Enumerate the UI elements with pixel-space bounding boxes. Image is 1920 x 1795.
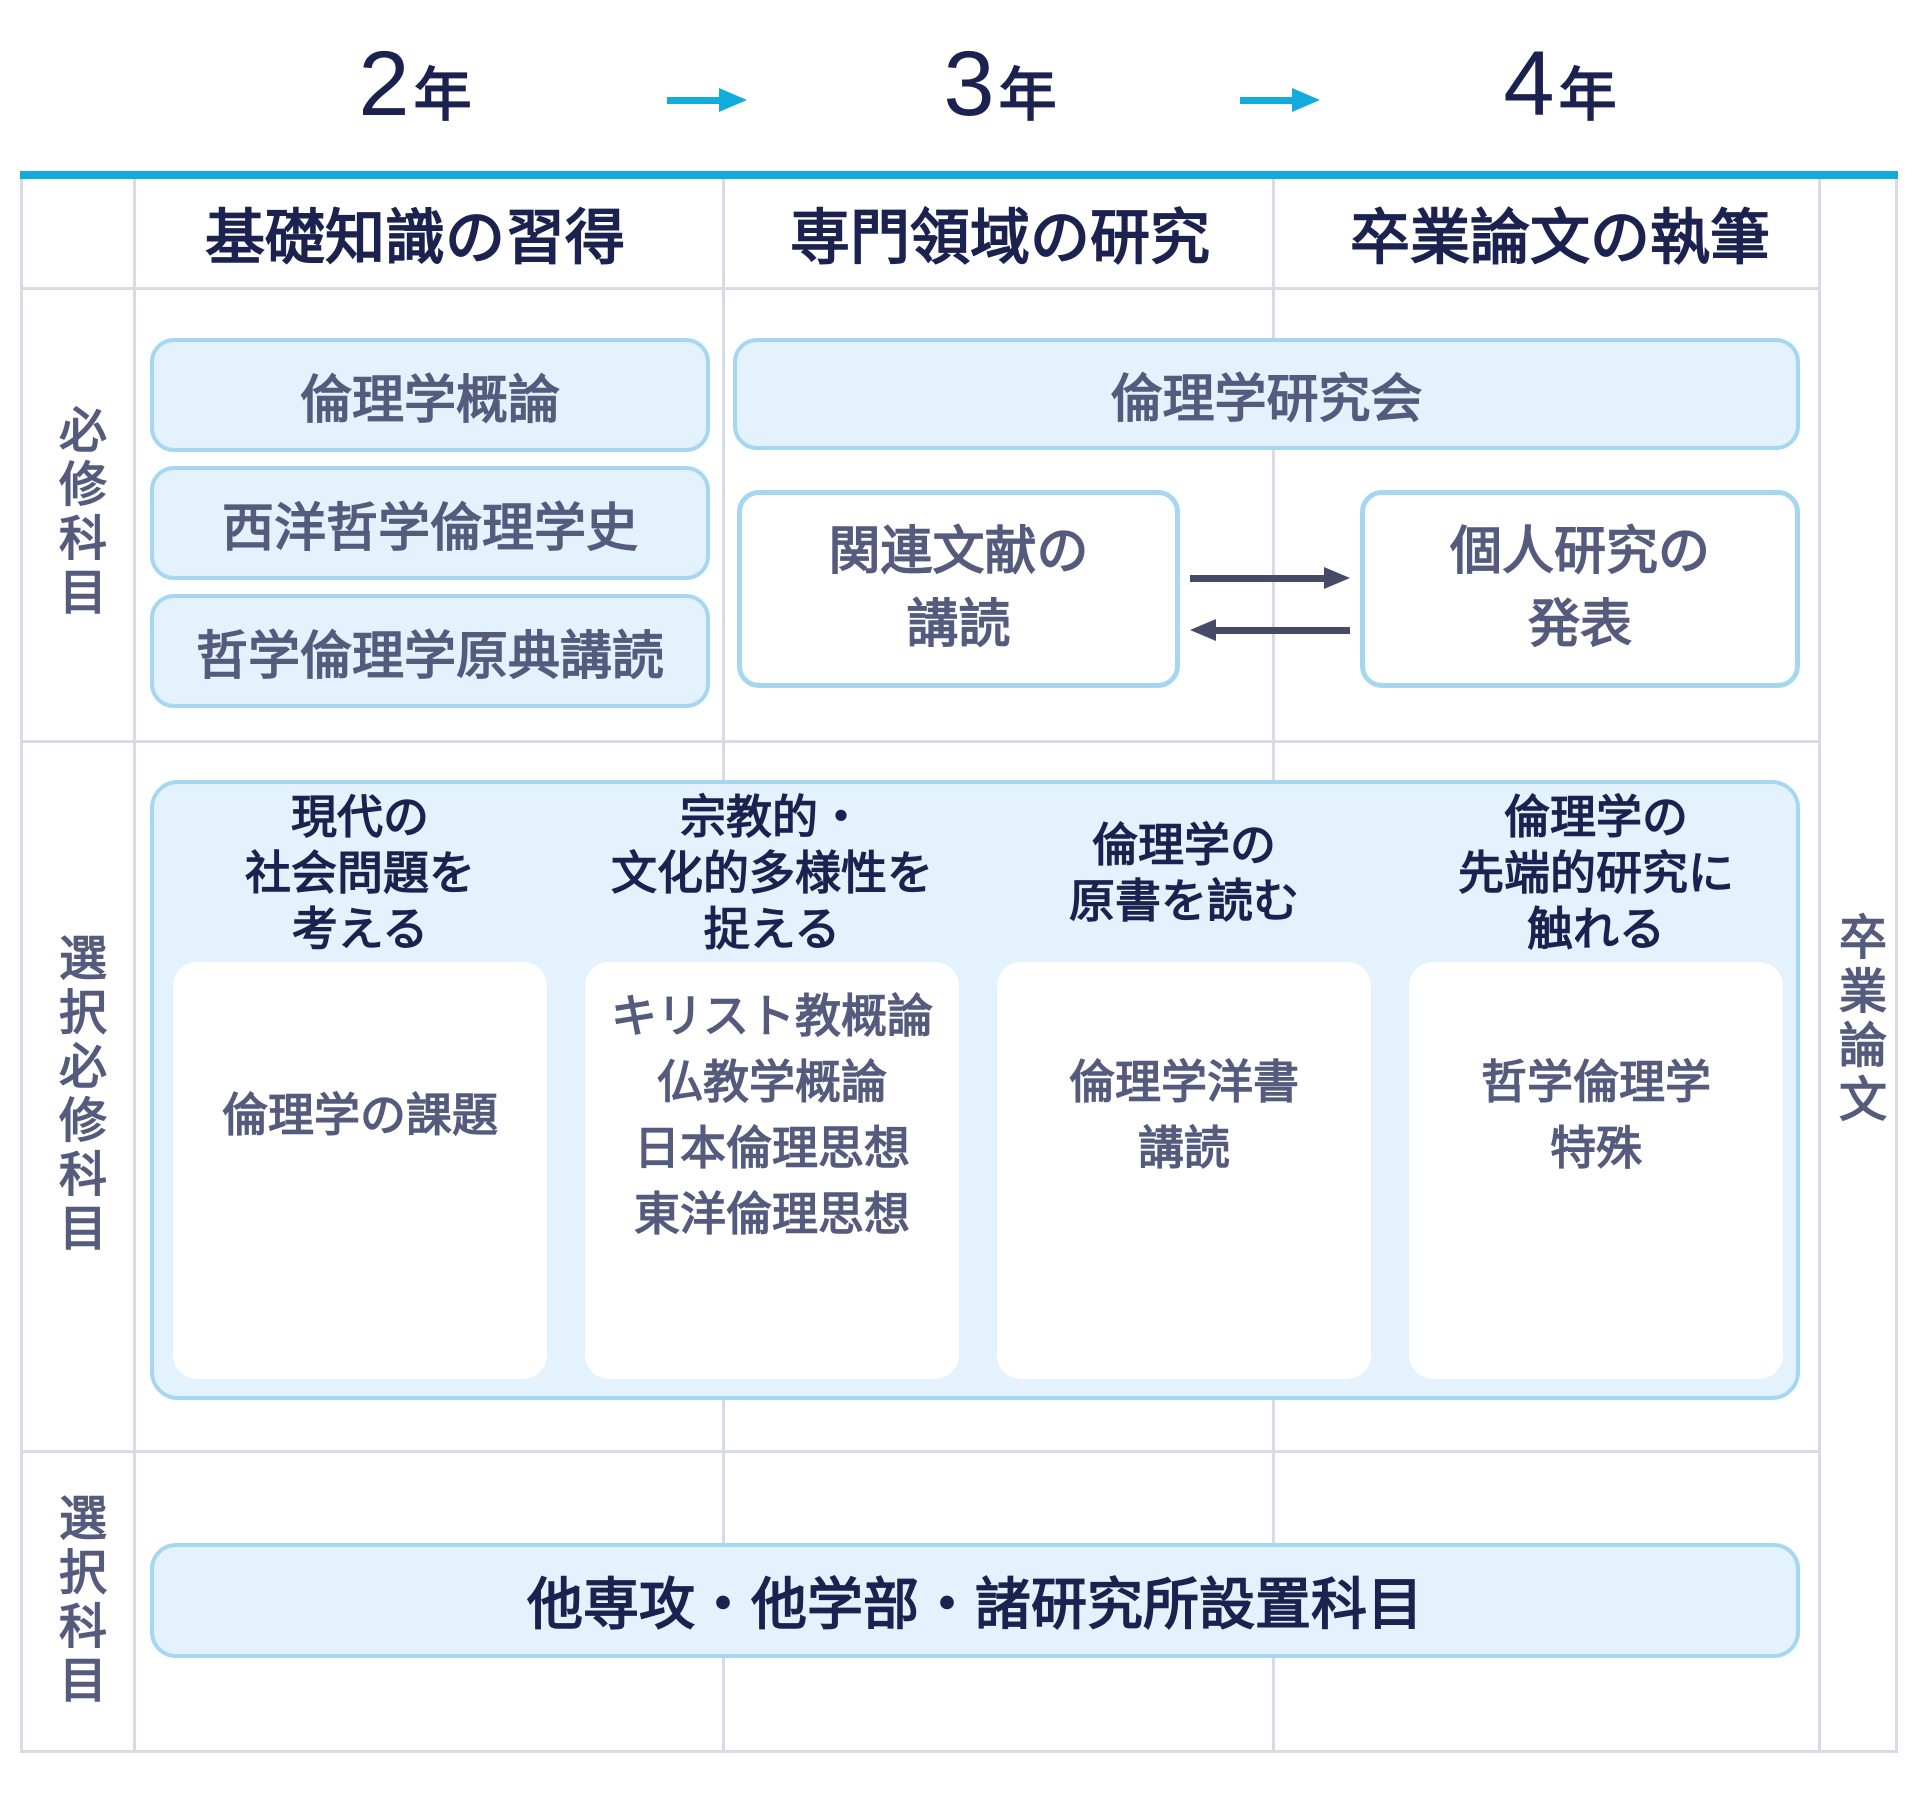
year-suffix: 年	[1558, 63, 1617, 128]
heading-line: 捉える	[703, 903, 841, 955]
heading-line: 宗教的・	[680, 791, 864, 843]
course-line: 仏教学概論	[657, 1055, 887, 1108]
activity-box-individual-research: 個人研究の 発表	[1360, 490, 1800, 688]
year-label-2: 2 年	[358, 38, 471, 148]
heading-line: 文化的多様性を	[611, 847, 933, 899]
heading-line: 倫理学の	[1092, 819, 1276, 871]
year-number: 3	[943, 33, 994, 135]
course-box-western-books-reading: 倫理学洋書 講読	[997, 962, 1371, 1379]
course-box-ethics-intro: 倫理学概論	[150, 338, 710, 452]
group-heading: 宗教的・ 文化的多様性を 捉える	[566, 784, 978, 962]
grid-line	[133, 179, 136, 1753]
activity-line: 発表	[1527, 596, 1632, 654]
timeline-arrow-icon	[1240, 88, 1320, 112]
group-heading: 倫理学の 先端的研究に 触れる	[1390, 784, 1802, 962]
phase-header-basics: 基礎知識の習得	[205, 204, 625, 272]
heading-line: 倫理学の	[1504, 791, 1688, 843]
course-line: 特殊	[1550, 1121, 1642, 1174]
timeline-arrow-icon	[667, 88, 747, 112]
course-line: キリスト教概論	[611, 989, 933, 1042]
row-label-elective: 選択科目	[51, 1493, 104, 1709]
grid-line	[1895, 179, 1898, 1753]
arrow-right-icon	[1190, 567, 1350, 589]
course-box-ethics-seminar: 倫理学研究会	[733, 338, 1800, 450]
group-heading: 倫理学の 原書を読む	[978, 784, 1390, 962]
course-line: 日本倫理思想	[634, 1121, 910, 1174]
year-number: 2	[358, 33, 409, 135]
course-line: 哲学倫理学	[1481, 1055, 1711, 1108]
group-religious-cultural-diversity: 宗教的・ 文化的多様性を 捉える キリスト教概論 仏教学概論 日本倫理思想 東洋…	[566, 784, 978, 1404]
year-suffix: 年	[413, 63, 472, 128]
course-box-religion-thought: キリスト教概論 仏教学概論 日本倫理思想 東洋倫理思想	[585, 962, 959, 1379]
course-line: 倫理学の課題	[222, 1088, 498, 1141]
grid-line	[20, 1750, 1898, 1753]
heading-line: 社会問題を	[245, 847, 475, 899]
course-line: 倫理学洋書	[1069, 1055, 1299, 1108]
arrow-left-icon	[1190, 619, 1350, 641]
course-box-western-philosophy-history: 西洋哲学倫理学史	[150, 466, 710, 580]
heading-line: 現代の	[291, 791, 429, 843]
grid-line	[20, 179, 23, 1753]
activity-box-related-literature: 関連文献の 講読	[737, 490, 1180, 688]
course-box-classic-texts-reading: 哲学倫理学原典講読	[150, 594, 710, 708]
course-box-other-departments: 他専攻・他学部・諸研究所設置科目	[150, 1543, 1800, 1658]
phase-header-thesis: 卒業論文の執筆	[1350, 204, 1770, 272]
group-social-issues: 現代の 社会問題を 考える 倫理学の課題	[154, 784, 566, 1404]
heading-line: 考える	[291, 903, 429, 955]
side-label-graduation-thesis: 卒業論文	[1831, 912, 1884, 1128]
phase-header-research: 専門領域の研究	[790, 204, 1210, 272]
activity-line: 講読	[906, 596, 1011, 654]
timeline-rule	[20, 171, 1898, 179]
row-label-elective-required: 選択必修科目	[51, 933, 104, 1257]
elective-required-panel: 現代の 社会問題を 考える 倫理学の課題 宗教的・ 文化的多様性を 捉える キリ…	[150, 780, 1800, 1400]
course-box-ethics-issues: 倫理学の課題	[173, 962, 547, 1379]
year-suffix: 年	[998, 63, 1057, 128]
row-label-required: 必修科目	[51, 405, 104, 621]
heading-line: 先端的研究に	[1458, 847, 1734, 899]
grid-line	[1818, 179, 1821, 1753]
grid-line	[20, 740, 1818, 743]
grid-line	[20, 287, 1818, 290]
heading-line: 触れる	[1527, 903, 1665, 955]
group-advanced-research: 倫理学の 先端的研究に 触れる 哲学倫理学 特殊	[1390, 784, 1802, 1404]
group-original-texts: 倫理学の 原書を読む 倫理学洋書 講読	[978, 784, 1390, 1404]
heading-line: 原書を読む	[1069, 875, 1299, 927]
course-line: 東洋倫理思想	[634, 1187, 910, 1240]
year-number: 4	[1503, 33, 1554, 135]
group-heading: 現代の 社会問題を 考える	[154, 784, 566, 962]
activity-line: 個人研究の	[1449, 523, 1710, 582]
year-label-3: 3 年	[943, 38, 1056, 148]
grid-line	[20, 1450, 1818, 1453]
course-box-special-philosophy-ethics: 哲学倫理学 特殊	[1409, 962, 1783, 1379]
activity-line: 関連文献の	[828, 523, 1089, 582]
year-label-4: 4 年	[1503, 38, 1616, 148]
course-line: 講読	[1138, 1121, 1230, 1174]
